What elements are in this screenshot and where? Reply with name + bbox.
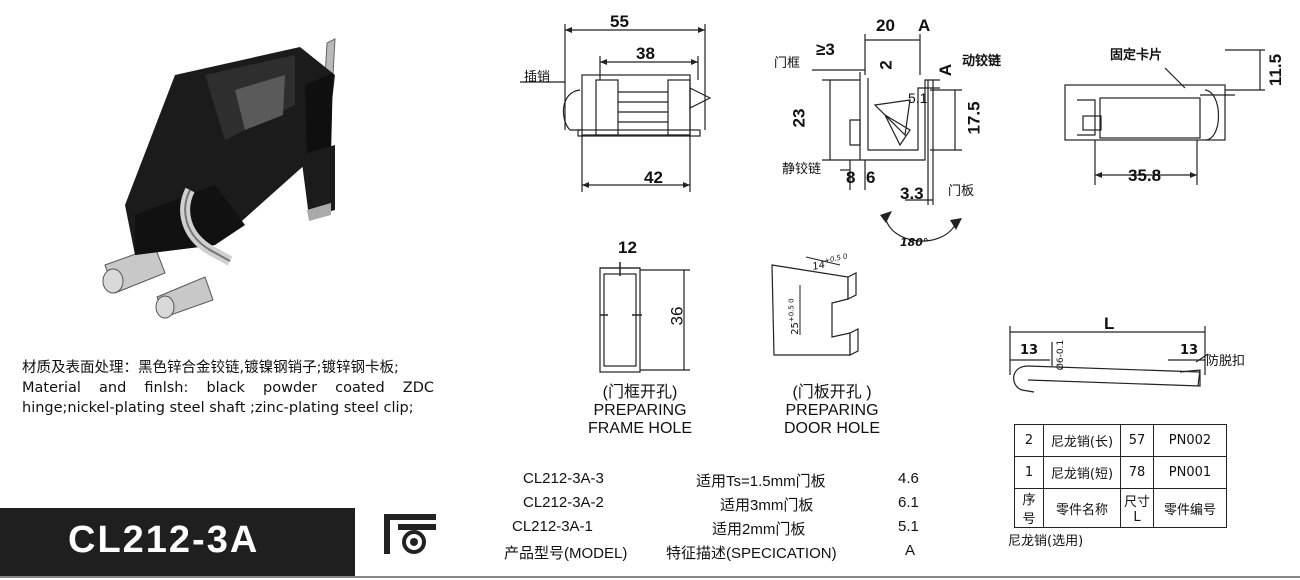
label-pin: 插销 (524, 70, 551, 85)
dim-35-8: 35.8 (1128, 166, 1162, 185)
parts-size: 57 (1120, 424, 1154, 457)
dim-ge3: ≥3 (816, 40, 835, 59)
label-clip: 固定卡片 (1110, 48, 1163, 63)
spec-model-2: CL212-3A-2 (523, 494, 604, 511)
dim-17-5: 17.5 (964, 101, 984, 135)
dim-3-3: 3.3 (900, 184, 924, 203)
bottom-divider (0, 576, 1300, 578)
label-door: 门板 (948, 184, 975, 199)
dim-8: 8 (846, 168, 856, 187)
spec-header-a: A (905, 542, 916, 559)
material-zh: 材质及表面处理：黑色锌合金铰链,镀镍钢销子;镀锌钢卡板; (22, 360, 399, 376)
nylon-pin-drawing (1009, 326, 1209, 393)
pin-dim-13b: 13 (1180, 343, 1199, 358)
parts-no: 1 (1014, 456, 1044, 489)
spec-model-3: CL212-3A-3 (523, 470, 604, 487)
side-view-drawing (812, 34, 962, 242)
table-header-row: 序号 零件名称 尺寸L 零件编号 (1014, 488, 1227, 528)
spec-desc-1: 适用2mm门板 (712, 521, 806, 538)
spec-desc-2: 适用3mm门板 (720, 497, 814, 514)
front-view-drawing (520, 24, 712, 192)
door-hole-dim-25: 25+0.5 0 (787, 298, 801, 335)
product-photo (102, 38, 336, 319)
parts-name: 尼龙销(短) (1043, 456, 1121, 489)
door-hole-caption-en2: DOOR HOLE (783, 420, 880, 437)
label-static-hinge: 静铰链 (782, 162, 822, 177)
material-en: Material and finlsh: black powder coated… (22, 380, 434, 416)
material-description: 材质及表面处理：黑色锌合金铰链,镀镍钢销子;镀锌钢卡板; Material an… (22, 358, 434, 418)
dim-20: 20 (876, 16, 895, 35)
model-banner: CL212-3A (0, 508, 355, 576)
dim-6: 6 (866, 168, 876, 187)
label-frame: 门框 (774, 56, 801, 71)
pin-caption: 尼龙销(选用) (1008, 534, 1084, 549)
spec-a-2: 6.1 (898, 494, 919, 511)
dim-2: 2 (876, 60, 896, 70)
spec-a-3: 4.6 (898, 470, 919, 487)
pin-label-anti: 防脱扣 (1206, 354, 1246, 369)
spec-desc-3: 适用Ts=1.5mm门板 (696, 473, 826, 490)
pin-dim-l: L (1104, 314, 1115, 333)
frame-hole-height: 36 (667, 306, 687, 326)
parts-code: PN001 (1153, 456, 1227, 489)
spec-a-1: 5.1 (898, 518, 919, 535)
frame-hole-width: 12 (618, 238, 637, 257)
pin-dim-13a: 13 (1020, 343, 1039, 358)
parts-code: PN002 (1153, 424, 1227, 457)
parts-header-no: 序号 (1014, 488, 1044, 528)
parts-size: 78 (1120, 456, 1154, 489)
frame-hole-drawing (599, 262, 690, 373)
door-hole-caption-zh: (门板开孔 ) (792, 384, 872, 401)
parts-header-size: 尺寸L (1120, 488, 1154, 528)
dim-a-top: A (918, 16, 931, 35)
model-name: CL212-3A (68, 519, 260, 561)
spec-header-desc: 特征描述(SPECICATION) (666, 545, 837, 562)
dim-55: 55 (610, 12, 629, 31)
parts-table: 2 尼龙销(长) 57 PN002 1 尼龙销(短) 78 PN001 序号 零… (1014, 424, 1227, 528)
frame-hole-caption-en1: PREPARING (593, 402, 687, 419)
table-row: 2 尼龙销(长) 57 PN002 (1014, 424, 1227, 457)
dim-a-side: A (936, 63, 956, 77)
right-view-drawing (1064, 49, 1265, 185)
parts-name: 尼龙销(长) (1043, 424, 1121, 457)
table-row: 1 尼龙销(短) 78 PN001 (1014, 456, 1227, 489)
rotation-label: 180° (900, 236, 929, 249)
door-hole-drawing (771, 256, 859, 356)
frame-hole-caption-zh: (门框开孔) (602, 384, 678, 401)
door-hole-caption-en1: PREPARING (785, 402, 879, 419)
parts-header-name: 零件名称 (1043, 488, 1121, 528)
dim-5-1: 5.1 (908, 90, 928, 106)
label-moving-hinge: 动铰链 (962, 54, 1002, 69)
dim-42: 42 (644, 168, 663, 187)
hinge-logo-icon (384, 514, 436, 554)
frame-hole-caption-en2: FRAME HOLE (587, 420, 692, 437)
spec-model-1: CL212-3A-1 (512, 518, 593, 535)
pin-dim-dia: Ø6-0.1 (1056, 339, 1067, 371)
dim-23: 23 (789, 108, 809, 128)
parts-header-code: 零件编号 (1153, 488, 1227, 528)
dim-11-5: 11.5 (1266, 53, 1286, 87)
dim-38: 38 (636, 44, 655, 63)
frame-hole-caption: (门框开孔) PREPARING FRAME HOLE (570, 384, 710, 438)
parts-no: 2 (1014, 424, 1044, 457)
spec-header-model: 产品型号(MODEL) (504, 545, 628, 562)
door-hole-caption: (门板开孔 ) PREPARING DOOR HOLE (762, 384, 902, 438)
